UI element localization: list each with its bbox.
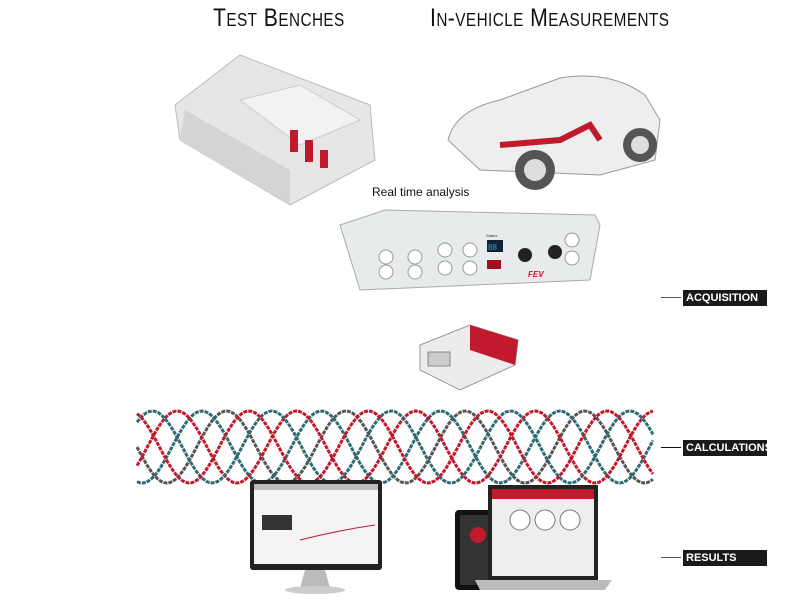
calculations-label: CALCULATIONS (683, 440, 772, 456)
helix-strand (135, 409, 655, 485)
acquisition-device: FEV Status 88 (339, 209, 601, 291)
acquisition-connector (661, 297, 681, 298)
helix-strand (135, 409, 654, 485)
status-display: 88 (488, 243, 497, 252)
title-in-vehicle: In-vehicle Measurements (430, 4, 670, 32)
helix-strand (135, 409, 654, 485)
data-logger-box (419, 324, 519, 391)
test-bench-illustration (174, 54, 376, 206)
status-label: Status (486, 233, 497, 238)
results-label: RESULTS (683, 550, 767, 566)
calculations-helix (135, 409, 655, 485)
title-test-benches: Test Benches (213, 4, 345, 32)
car-illustration (447, 75, 661, 190)
real-time-analysis-caption: Real time analysis (372, 185, 470, 199)
helix-strand (136, 409, 655, 485)
calculations-connector (661, 447, 681, 448)
device-brand: FEV (528, 270, 544, 279)
desktop-monitor (250, 480, 382, 594)
acquisition-label: ACQUISITION (683, 290, 767, 306)
tablet-and-laptop (455, 485, 612, 590)
results-connector (661, 557, 681, 558)
helix-strand (136, 409, 655, 485)
